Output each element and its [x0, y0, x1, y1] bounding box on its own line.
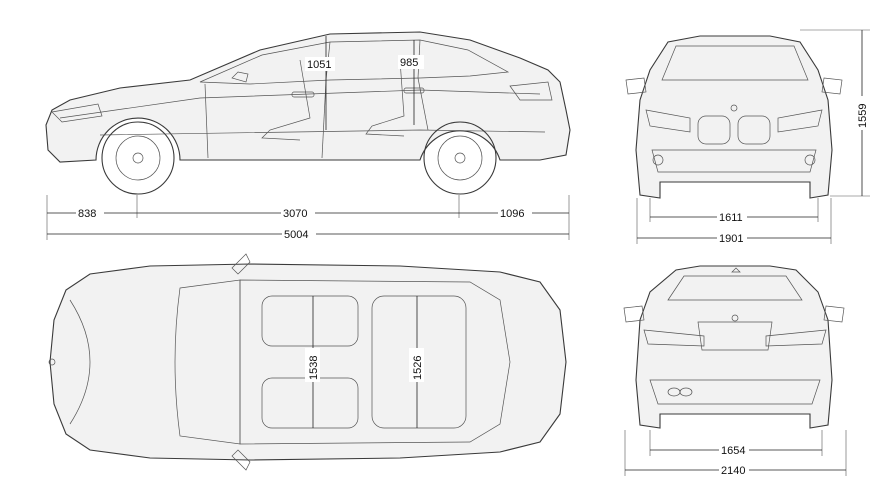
- rear-body-outline: [635, 265, 833, 429]
- left-mirror: [625, 77, 647, 95]
- right-exhaust: [679, 387, 693, 397]
- side-mirror: [231, 71, 249, 83]
- side-dimensions: 838 3070 1096 5004: [46, 195, 570, 241]
- front-dimensions: 1559 1611 1901: [636, 29, 870, 245]
- rear-headroom-label: 985: [400, 57, 418, 69]
- rear-right-light: [765, 329, 827, 347]
- rear-seat: [365, 59, 405, 137]
- rear-badge: [731, 314, 739, 322]
- wheelbase-label: 3070: [283, 208, 307, 220]
- front-seat: [261, 59, 311, 141]
- right-mirror: [821, 77, 843, 95]
- rear-overhang-label: 1096: [500, 208, 524, 220]
- height-label: 1559: [857, 104, 869, 128]
- headlight: [51, 103, 103, 123]
- front-badge: [730, 104, 738, 112]
- windshield: [661, 45, 809, 81]
- top-front-badge: [48, 358, 56, 366]
- trunk-lid: [697, 321, 773, 351]
- rear-bench: [371, 295, 467, 429]
- top-view: 1538 1526: [48, 253, 567, 471]
- front-wheel: [101, 121, 175, 195]
- side-view: 1051 985: [45, 31, 571, 195]
- width-with-mirrors-label: 2140: [721, 465, 745, 477]
- top-left-mirror: [231, 253, 251, 275]
- front-overhang-label: 838: [78, 208, 96, 220]
- left-fog-light: [652, 154, 664, 166]
- rear-door-end: [417, 77, 429, 131]
- top-right-mirror: [231, 449, 251, 471]
- front-interior-width-label: 1538: [308, 356, 320, 380]
- roof-top: [239, 279, 511, 445]
- rear-door-line: [321, 79, 327, 159]
- rear-bumper: [649, 379, 821, 405]
- rear-interior-width-label: 1526: [412, 356, 424, 380]
- right-kidney-grille: [737, 115, 771, 145]
- front-left-seat: [261, 295, 359, 347]
- rear-dimensions: 1654 2140: [624, 430, 847, 477]
- rear-window: [667, 275, 803, 301]
- front-door-line: [204, 83, 209, 159]
- right-headlight: [777, 109, 823, 133]
- left-headlight: [645, 109, 691, 133]
- front-view: [625, 35, 843, 199]
- width-label: 1901: [719, 233, 743, 245]
- taillight: [509, 81, 553, 101]
- rear-left-mirror: [623, 305, 645, 323]
- rear-left-light: [643, 329, 705, 347]
- front-track-label: 1611: [719, 212, 743, 224]
- front-door-handle: [291, 91, 315, 98]
- front-body-outline: [635, 35, 833, 199]
- shoulder-line: [99, 129, 546, 136]
- rear-roof-antenna: [731, 267, 741, 273]
- front-headroom-label: 1051: [307, 59, 331, 71]
- right-fog-light: [804, 154, 816, 166]
- rear-right-mirror: [823, 305, 845, 323]
- rear-wheel: [423, 121, 497, 195]
- belt-line: [59, 89, 541, 119]
- rear-view: [623, 265, 845, 429]
- rear-track-label: 1654: [721, 445, 745, 457]
- overall-length-label: 5004: [284, 229, 308, 241]
- left-kidney-grille: [697, 115, 731, 145]
- windshield-top: [174, 279, 241, 445]
- hood-line-top: [69, 299, 91, 425]
